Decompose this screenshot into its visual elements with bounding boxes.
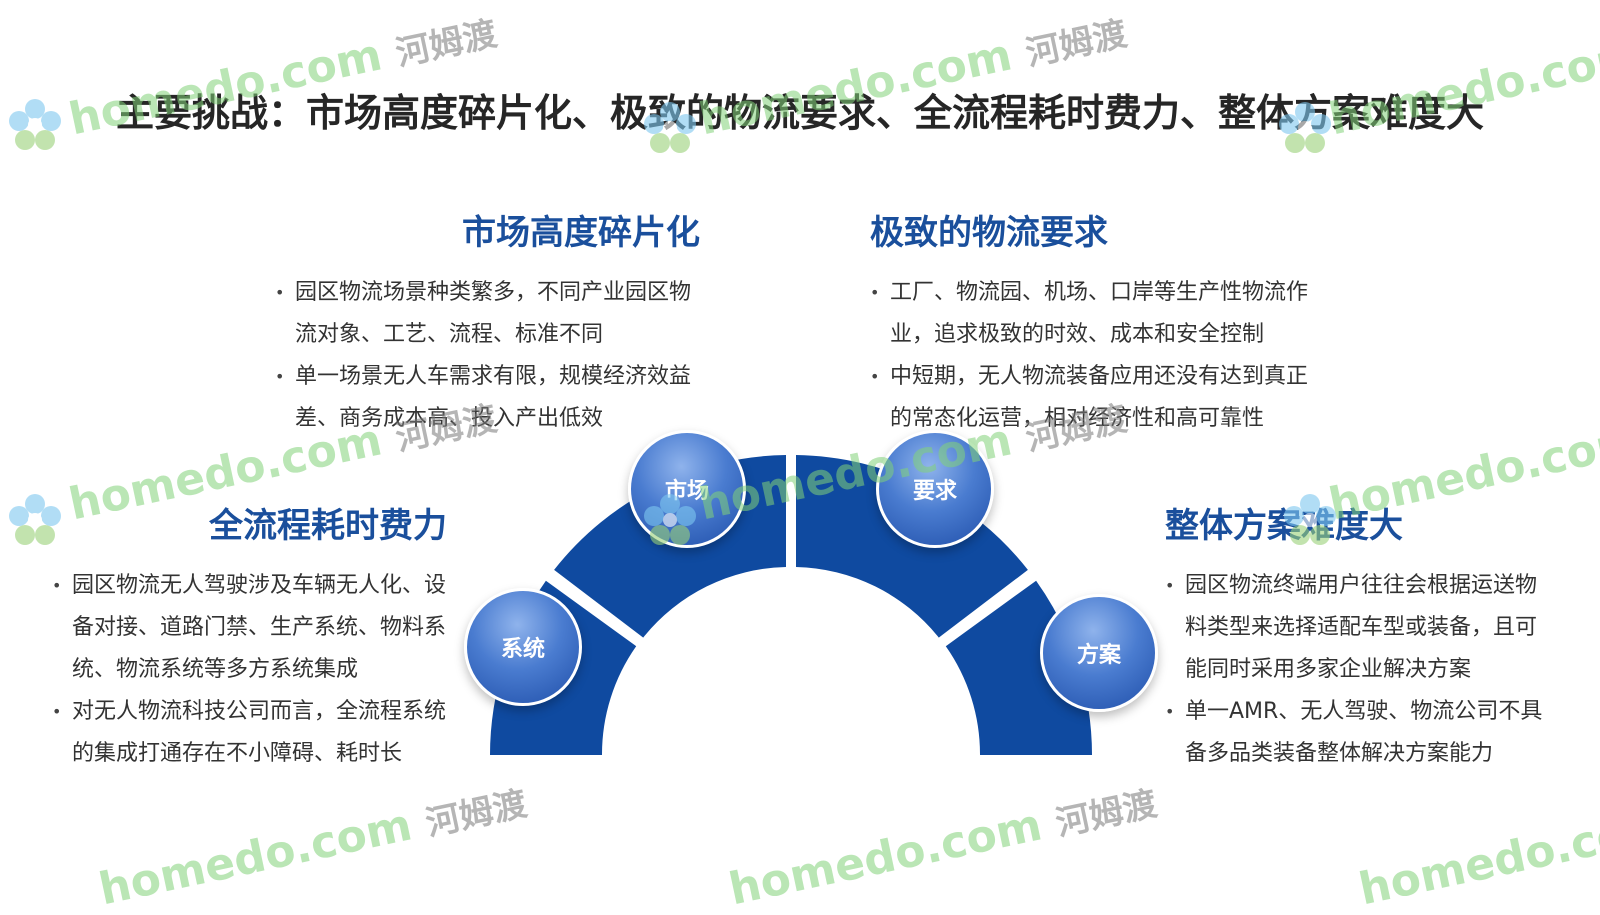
bullet-item: 园区物流无人驾驶涉及车辆无人化、设备对接、道路门禁、生产系统、物料系统、物流系统… bbox=[52, 565, 447, 691]
circle-requirement: 要求 bbox=[876, 430, 994, 548]
section-logistics-requirements: 极致的物流要求 工厂、物流园、机场、口岸等生产性物流作业，追求极致的时效、成本和… bbox=[870, 205, 1320, 440]
bullet-list: 园区物流场景种类繁多，不同产业园区物流对象、工艺、流程、标准不同 单一场景无人车… bbox=[275, 272, 700, 440]
slide-title: 主要挑战：市场高度碎片化、极致的物流要求、全流程耗时费力、整体方案难度大 bbox=[115, 91, 1484, 135]
section-overall-solution: 整体方案难度大 园区物流终端用户往往会根据运送物料类型来选择适配车型或装备，且可… bbox=[1165, 498, 1555, 775]
bullet-item: 单一场景无人车需求有限，规模经济效益差、商务成本高、投入产出低效 bbox=[275, 356, 700, 440]
bullet-item: 对无人物流科技公司而言，全流程系统的集成打通存在不小障碍、耗时长 bbox=[52, 691, 447, 775]
bullet-list: 园区物流终端用户往往会根据运送物料类型来选择适配车型或装备，且可能同时采用多家企… bbox=[1165, 565, 1555, 775]
bullet-item: 单一AMR、无人驾驶、物流公司不具备多品类装备整体解决方案能力 bbox=[1165, 691, 1555, 775]
circle-system: 系统 bbox=[464, 588, 582, 706]
bullet-item: 园区物流场景种类繁多，不同产业园区物流对象、工艺、流程、标准不同 bbox=[275, 272, 700, 356]
bullet-list: 园区物流无人驾驶涉及车辆无人化、设备对接、道路门禁、生产系统、物料系统、物流系统… bbox=[52, 565, 447, 775]
bullet-list: 工厂、物流园、机场、口岸等生产性物流作业，追求极致的时效、成本和安全控制 中短期… bbox=[870, 272, 1320, 440]
circle-plan: 方案 bbox=[1040, 594, 1158, 712]
section-full-process: 全流程耗时费力 园区物流无人驾驶涉及车辆无人化、设备对接、道路门禁、生产系统、物… bbox=[52, 498, 447, 775]
arc-segment-right-inner bbox=[796, 455, 1028, 638]
section-market-fragmentation: 市场高度碎片化 园区物流场景种类繁多，不同产业园区物流对象、工艺、流程、标准不同… bbox=[275, 205, 700, 440]
bullet-item: 工厂、物流园、机场、口岸等生产性物流作业，追求极致的时效、成本和安全控制 bbox=[870, 272, 1320, 356]
section-heading: 全流程耗时费力 bbox=[209, 506, 447, 546]
section-heading: 极致的物流要求 bbox=[870, 213, 1108, 253]
section-heading: 市场高度碎片化 bbox=[462, 213, 700, 253]
bullet-item: 园区物流终端用户往往会根据运送物料类型来选择适配车型或装备，且可能同时采用多家企… bbox=[1165, 565, 1555, 691]
circle-market: 市场 bbox=[628, 430, 746, 548]
bullet-item: 中短期，无人物流装备应用还没有达到真正的常态化运营，相对经济性和高可靠性 bbox=[870, 356, 1320, 440]
